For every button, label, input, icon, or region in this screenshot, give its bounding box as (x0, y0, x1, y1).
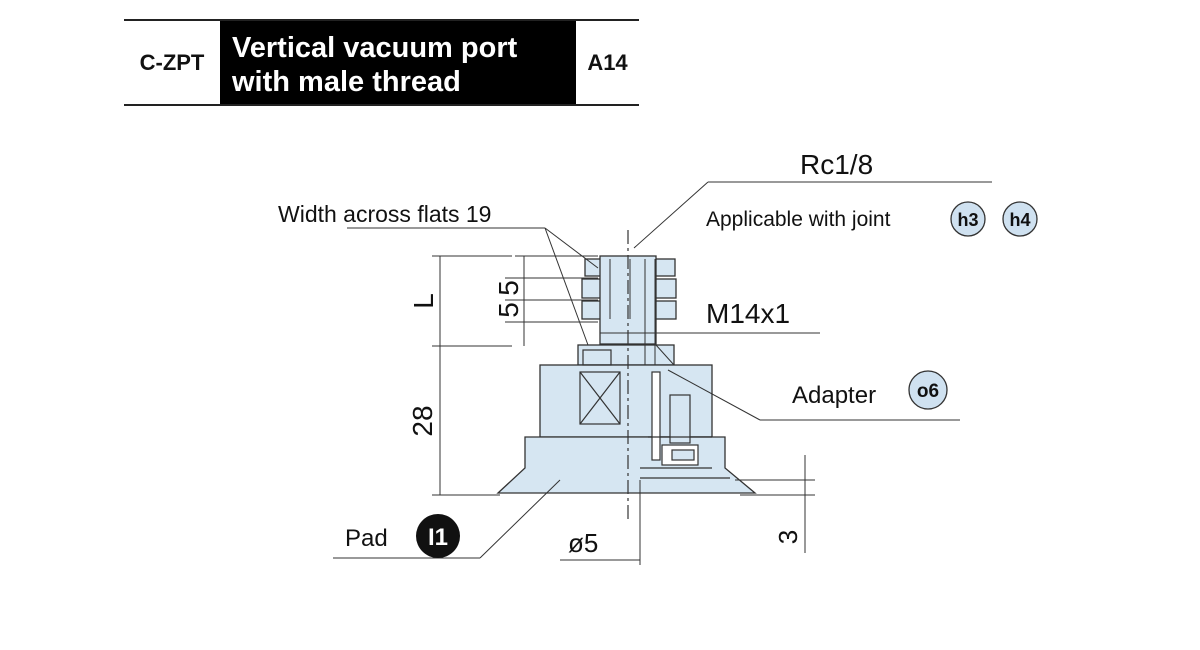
dimension-28: 28 (407, 405, 438, 436)
port-thread-label: Rc1/8 (800, 149, 873, 180)
pad-flange (496, 436, 757, 494)
small-hex (577, 344, 675, 366)
width-across-flats-label: Width across flats 19 (278, 201, 491, 227)
pad-badge-text: I1 (428, 524, 448, 551)
adapter-badge-text: o6 (917, 381, 939, 402)
port-section-detail (640, 371, 730, 479)
adapter-badge: o6 (908, 370, 948, 410)
dimension-diameter: ø5 (568, 528, 598, 558)
hex-cross-mark (579, 349, 621, 425)
dimension-lines (333, 181, 992, 565)
pad-label: Pad (345, 525, 388, 552)
reference-code: A14 (587, 49, 628, 75)
title-line-2: with male thread (232, 66, 461, 98)
joint-badge-h4-text: h4 (1009, 210, 1030, 230)
dimension-3: 3 (773, 530, 803, 544)
mount-thread-label: M14x1 (706, 298, 790, 329)
pad-badge: I1 (416, 514, 460, 558)
title-line-1: Vertical vacuum port (232, 32, 518, 64)
nut-detail-lines (609, 259, 675, 366)
dimension-5-lower: 5 (493, 302, 524, 318)
applicable-joint-label: Applicable with joint (706, 208, 891, 231)
dimension-L: L (408, 293, 439, 309)
dimension-5-upper: 5 (493, 280, 524, 296)
title-block: C-ZPT Vertical vacuum port with male thr… (124, 19, 639, 106)
joint-badge-h3-text: h3 (957, 210, 978, 230)
title-box: Vertical vacuum port with male thread (220, 21, 576, 104)
adapter-label: Adapter (792, 382, 876, 409)
vacuum-pad-assembly (496, 255, 757, 494)
joint-badge-h4: h4 (1002, 201, 1038, 237)
joint-badge-h3: h3 (950, 201, 986, 237)
product-code: C-ZPT (139, 49, 205, 75)
